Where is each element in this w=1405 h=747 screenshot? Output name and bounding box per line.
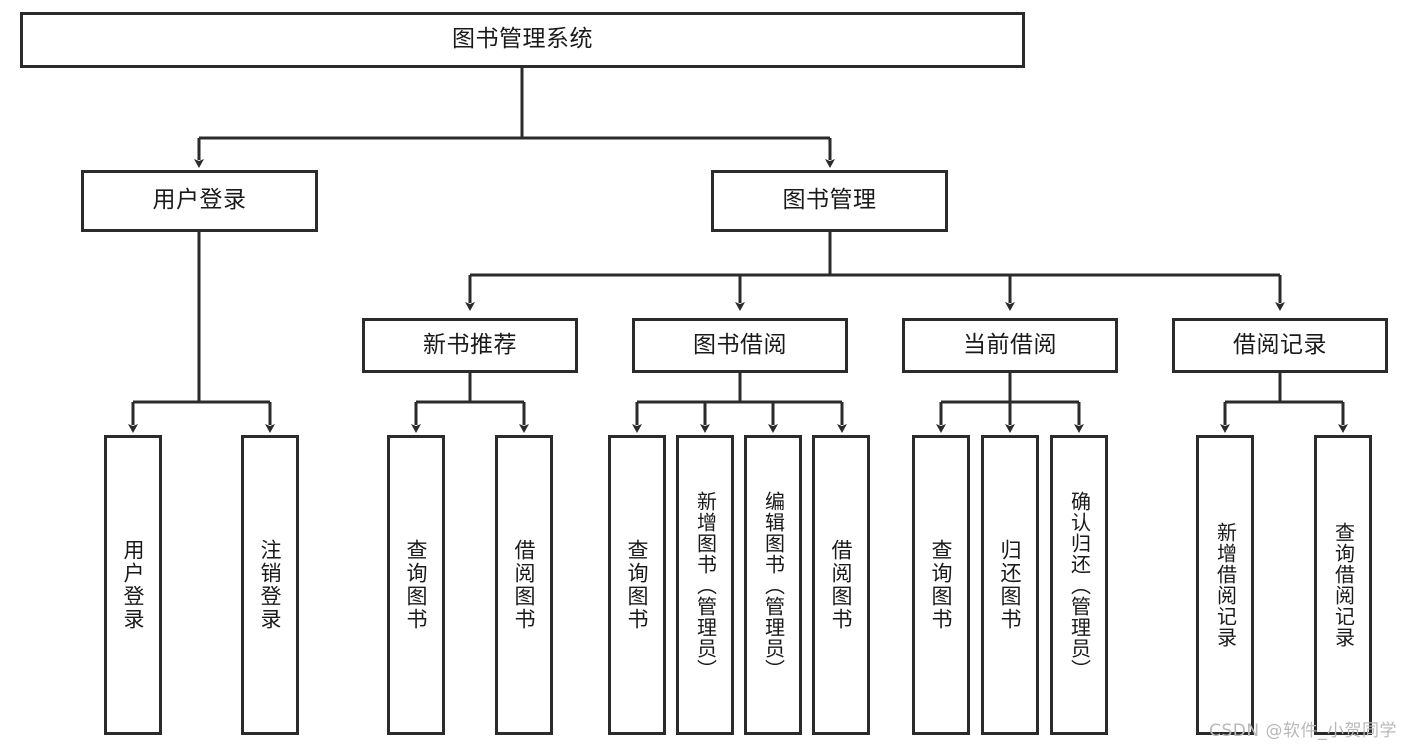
- node-label: 借阅图书: [829, 539, 854, 631]
- leaf-new-book-query[interactable]: 查询图书: [387, 435, 445, 735]
- leaf-book-borrow-add[interactable]: 新增图书（管理员）: [676, 435, 734, 735]
- leaf-current-borrow-query[interactable]: 查询图书: [912, 435, 970, 735]
- node-book-borrow[interactable]: 图书借阅: [632, 318, 848, 373]
- node-label: 注销登录: [258, 539, 283, 631]
- node-current-borrow[interactable]: 当前借阅: [902, 318, 1118, 373]
- node-label: 当前借阅: [963, 331, 1057, 358]
- node-borrow-record[interactable]: 借阅记录: [1172, 318, 1388, 373]
- leaf-current-borrow-confirm-return[interactable]: 确认归还（管理员）: [1050, 435, 1108, 735]
- node-root-system[interactable]: 图书管理系统: [20, 12, 1025, 68]
- node-book-management[interactable]: 图书管理: [711, 170, 948, 232]
- node-label: 用户登录: [121, 539, 146, 631]
- leaf-book-borrow-borrow[interactable]: 借阅图书: [812, 435, 870, 735]
- leaf-borrow-record-add[interactable]: 新增借阅记录: [1196, 435, 1254, 735]
- node-label: 查询图书: [404, 539, 429, 631]
- leaf-current-borrow-return[interactable]: 归还图书: [981, 435, 1039, 735]
- leaf-new-book-borrow[interactable]: 借阅图书: [495, 435, 553, 735]
- leaf-user-login-login[interactable]: 用户登录: [104, 435, 162, 735]
- node-label: 新书推荐: [423, 331, 517, 358]
- node-label: 查询借阅记录: [1331, 522, 1356, 648]
- node-label: 图书管理系统: [452, 26, 593, 53]
- node-label: 新增图书（管理员）: [693, 490, 718, 680]
- watermark-text: CSDN @软件_小贺同学: [1209, 721, 1397, 741]
- leaf-borrow-record-query[interactable]: 查询借阅记录: [1314, 435, 1372, 735]
- node-label: 归还图书: [998, 539, 1023, 631]
- node-label: 确认归还（管理员）: [1067, 490, 1092, 680]
- node-new-book-recommend[interactable]: 新书推荐: [362, 318, 578, 373]
- node-label: 图书借阅: [693, 331, 787, 358]
- node-label: 查询图书: [625, 539, 650, 631]
- leaf-book-borrow-query[interactable]: 查询图书: [608, 435, 666, 735]
- node-user-login[interactable]: 用户登录: [81, 170, 318, 232]
- leaf-user-login-logout[interactable]: 注销登录: [241, 435, 299, 735]
- node-label: 借阅记录: [1233, 331, 1327, 358]
- node-label: 用户登录: [152, 187, 247, 214]
- node-label: 图书管理: [782, 187, 877, 214]
- node-label: 借阅图书: [512, 539, 537, 631]
- leaf-book-borrow-edit[interactable]: 编辑图书（管理员）: [744, 435, 802, 735]
- node-label: 查询图书: [929, 539, 954, 631]
- node-label: 新增借阅记录: [1213, 522, 1238, 648]
- node-label: 编辑图书（管理员）: [761, 490, 786, 680]
